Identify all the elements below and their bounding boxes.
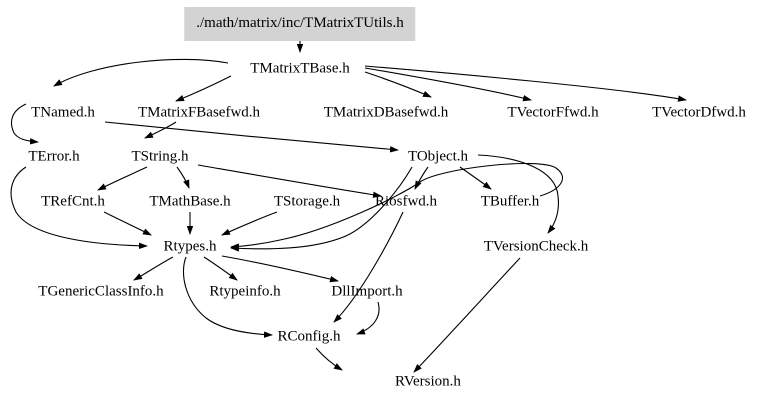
graph-edge-tmatrixtbase-to-tvectorffwd bbox=[364, 67, 532, 102]
graph-edge-rtypes-to-dllimport bbox=[221, 255, 339, 283]
graph-edge-tobject-to-tbuffer bbox=[459, 166, 492, 190]
graph-edge-tversioncheck-to-rversion bbox=[413, 257, 521, 373]
graph-edge-rconfig-to-rversion bbox=[315, 347, 343, 371]
graph-edge-tstring-to-trefcnt bbox=[97, 166, 148, 191]
graph-edge-tstorage-to-rtypes bbox=[221, 211, 278, 236]
graph-node-tstorage[interactable]: TStorage.h bbox=[273, 193, 341, 210]
graph-node-trefcnt[interactable]: TRefCnt.h bbox=[41, 193, 105, 210]
graph-node-terror[interactable]: TError.h bbox=[28, 148, 80, 165]
graph-edge-riosfwd-to-rconfig bbox=[333, 211, 404, 323]
graph-node-tvectordfwd[interactable]: TVectorDfwd.h bbox=[652, 104, 746, 121]
graph-node-rversion[interactable]: RVersion.h bbox=[395, 373, 461, 390]
graph-node-tnamed[interactable]: TNamed.h bbox=[31, 104, 95, 121]
graph-edge-tstring-to-riosfwd bbox=[197, 164, 382, 198]
graph-node-root[interactable]: ./math/matrix/inc/TMatrixTUtils.h bbox=[184, 7, 416, 41]
graph-node-tstring[interactable]: TString.h bbox=[131, 148, 189, 165]
graph-edge-rtypes-to-rtypeinfo bbox=[203, 256, 238, 281]
graph-node-tvectorffwd[interactable]: TVectorFfwd.h bbox=[507, 104, 599, 121]
graph-node-dllimport[interactable]: DllImport.h bbox=[331, 283, 403, 300]
graph-edge-tobject-to-riosfwd bbox=[414, 166, 429, 190]
graph-node-tmatrixfbasefwd[interactable]: TMatrixFBasefwd.h bbox=[137, 104, 261, 121]
graph-node-rtypes[interactable]: Rtypes.h bbox=[163, 238, 217, 255]
graph-node-tobject[interactable]: TObject.h bbox=[407, 148, 469, 165]
graph-edge-dllimport-to-rconfig bbox=[356, 301, 380, 335]
graph-edge-tmatrixtbase-to-tnamed bbox=[53, 58, 229, 87]
graph-edge-tstring-to-tmathbase bbox=[176, 166, 190, 189]
graph-node-tmathbase[interactable]: TMathBase.h bbox=[149, 193, 231, 210]
graph-edge-tmatrixtbase-to-tmatrixfbasefwd bbox=[175, 75, 232, 102]
graph-node-riosfwd[interactable]: Riosfwd.h bbox=[374, 193, 438, 210]
graph-node-tmatrixtbase[interactable]: TMatrixTBase.h bbox=[250, 60, 350, 77]
graph-edge-tmatrixtbase-to-tmatrixdbasefwd bbox=[364, 71, 432, 98]
graph-node-tversioncheck[interactable]: TVersionCheck.h bbox=[483, 238, 589, 255]
graph-edge-tnamed-to-tobject bbox=[104, 121, 399, 153]
graph-node-tbuffer[interactable]: TBuffer.h bbox=[480, 193, 540, 210]
graph-node-tgenericclassinfo[interactable]: TGenericClassInfo.h bbox=[38, 283, 164, 300]
graph-edge-trefcnt-to-rtypes bbox=[103, 211, 152, 236]
graph-edge-tnamed-to-tstring bbox=[144, 121, 177, 139]
graph-edge-rtypes-to-tgenericclassinfo bbox=[133, 256, 174, 281]
graph-node-rtypeinfo[interactable]: Rtypeinfo.h bbox=[209, 283, 281, 300]
graph-node-tmatrixdbasefwd[interactable]: TMatrixDBasefwd.h bbox=[323, 104, 449, 121]
graph-edge-tmatrixtbase-to-tvectordfwd bbox=[364, 65, 687, 102]
graph-node-rconfig[interactable]: RConfig.h bbox=[277, 328, 341, 345]
